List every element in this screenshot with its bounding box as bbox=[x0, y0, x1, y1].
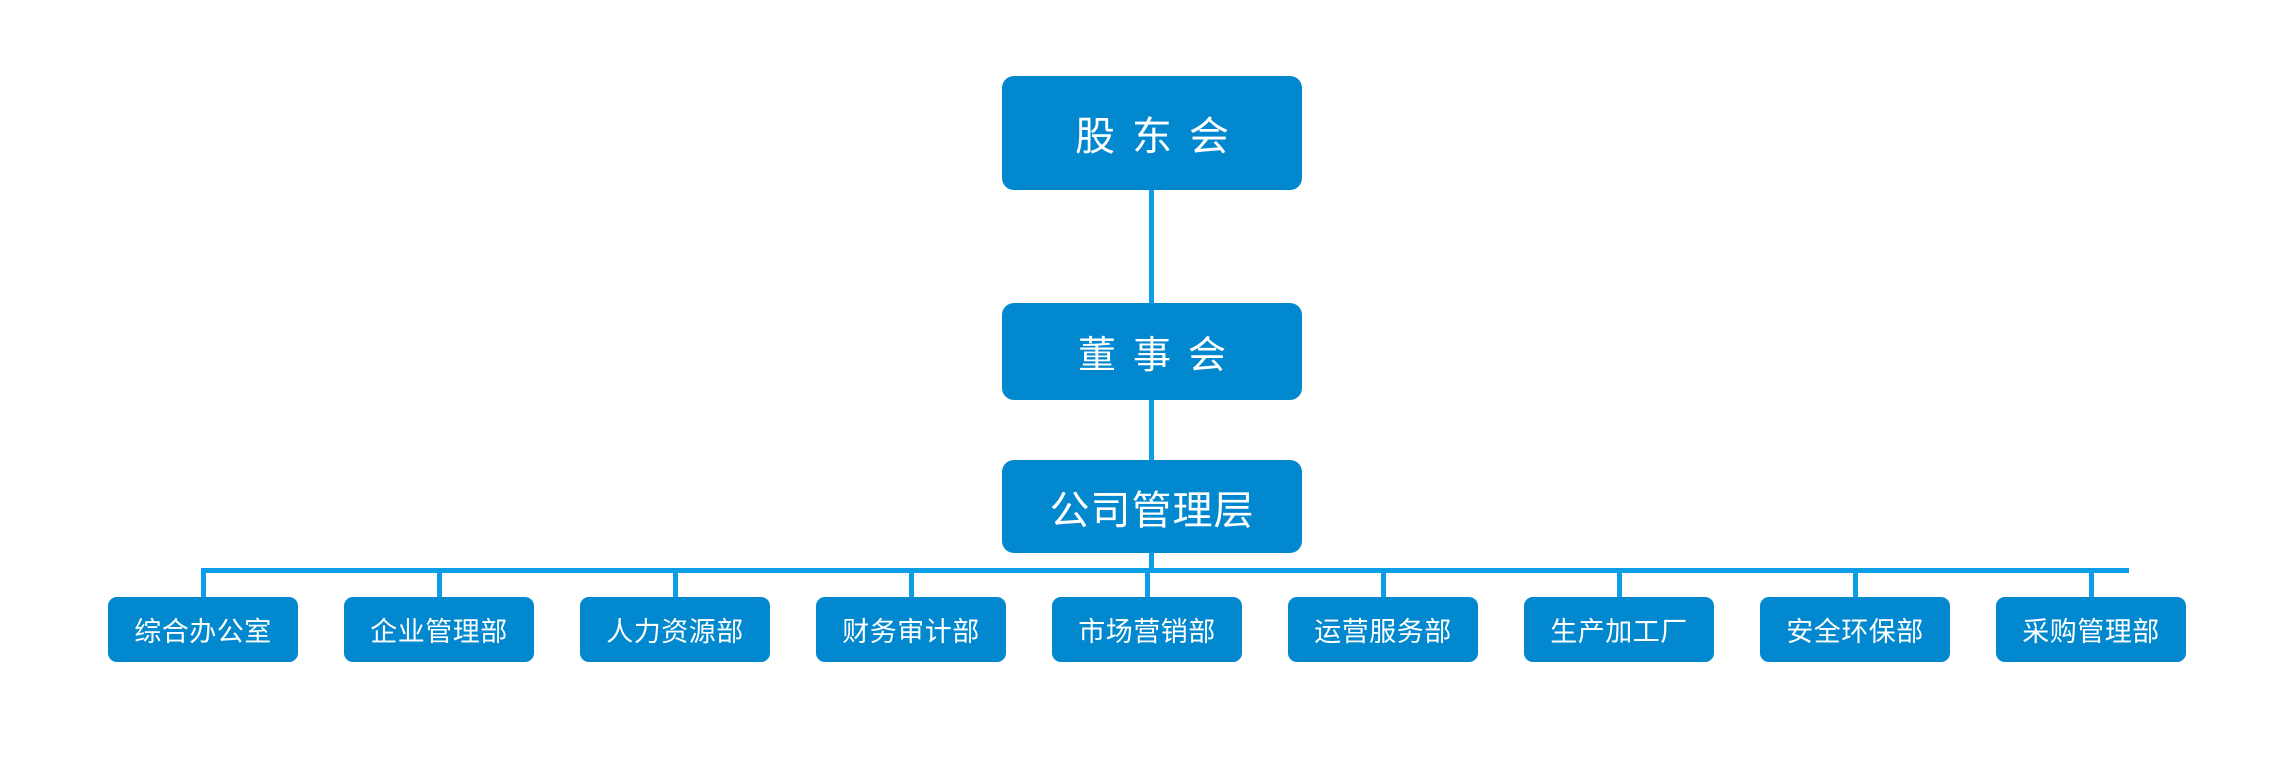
node-department[interactable]: 综合办公室 bbox=[108, 597, 298, 662]
node-department[interactable]: 企业管理部 bbox=[344, 597, 534, 662]
node-department[interactable]: 市场营销部 bbox=[1052, 597, 1242, 662]
connector-bus-to-department bbox=[201, 568, 206, 599]
connector-bus-to-department bbox=[2089, 568, 2094, 599]
connector-department-bus bbox=[203, 568, 2129, 573]
connector-bus-to-department bbox=[909, 568, 914, 599]
connector-board-to-management bbox=[1149, 398, 1154, 462]
connector-bus-to-department bbox=[1853, 568, 1858, 599]
node-department[interactable]: 人力资源部 bbox=[580, 597, 770, 662]
node-board-of-directors[interactable]: 董事会 bbox=[1002, 303, 1302, 400]
connector-management-to-bus bbox=[1149, 551, 1154, 573]
node-department[interactable]: 采购管理部 bbox=[1996, 597, 2186, 662]
node-department[interactable]: 生产加工厂 bbox=[1524, 597, 1714, 662]
node-shareholders-meeting[interactable]: 股东会 bbox=[1002, 76, 1302, 190]
connector-bus-to-department bbox=[437, 568, 442, 599]
connector-bus-to-department bbox=[1617, 568, 1622, 599]
connector-shareholders-to-board bbox=[1149, 188, 1154, 305]
node-department[interactable]: 运营服务部 bbox=[1288, 597, 1478, 662]
node-department[interactable]: 安全环保部 bbox=[1760, 597, 1950, 662]
connector-bus-to-department bbox=[1381, 568, 1386, 599]
node-company-management[interactable]: 公司管理层 bbox=[1002, 460, 1302, 553]
node-department[interactable]: 财务审计部 bbox=[816, 597, 1006, 662]
connector-bus-to-department bbox=[1145, 568, 1150, 599]
connector-bus-to-department bbox=[673, 568, 678, 599]
